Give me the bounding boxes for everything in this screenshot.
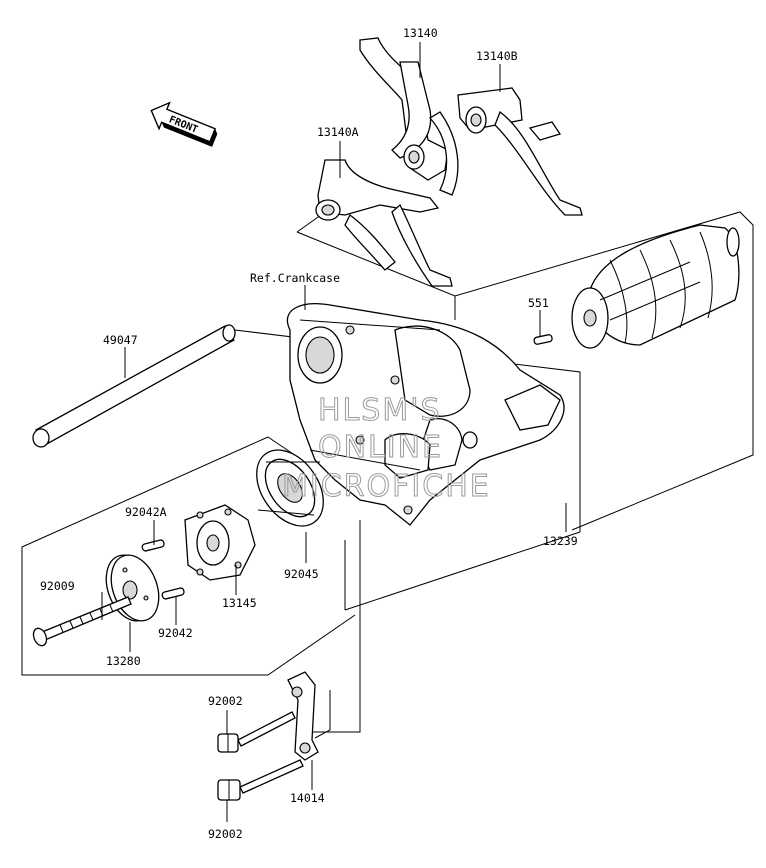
label-92042: 92042 [158, 626, 193, 640]
label-49047: 49047 [103, 333, 138, 347]
shaft-49047 [32, 324, 236, 448]
bolt-92009 [32, 596, 132, 647]
label-13145: 13145 [222, 596, 257, 610]
crankcase-reference [286, 303, 565, 526]
bolt-92002-top [217, 711, 296, 753]
label-13140B: 13140B [476, 49, 518, 63]
plate-13280 [105, 554, 160, 622]
label-551: 551 [528, 296, 549, 310]
group-outline-bracket [298, 520, 361, 739]
bolt-92002-bottom [217, 759, 304, 801]
label-92045: 92045 [284, 567, 319, 581]
watermark-line-3: MICROFICHE [282, 469, 491, 504]
shift-fork-13140A [315, 159, 453, 287]
watermark: HLSM'S ONLINE MICROFICHE [282, 393, 491, 505]
part-labels: 13140 13140B 13140A Ref.Crankcase 551 49… [40, 26, 578, 841]
label-92002-top: 92002 [208, 694, 243, 708]
label-92042A: 92042A [125, 505, 167, 519]
shift-fork-13140 [359, 37, 459, 196]
leader-lines [101, 42, 567, 822]
label-13239: 13239 [543, 534, 578, 548]
label-92009: 92009 [40, 579, 75, 593]
shift-cam-13145 [184, 504, 256, 581]
pin-92042A [141, 539, 165, 552]
label-92002-bottom: 92002 [208, 827, 243, 841]
label-13280: 13280 [106, 654, 141, 668]
bearing-92045 [256, 449, 324, 527]
pin-92042 [161, 587, 185, 600]
shift-drum [571, 224, 740, 349]
shift-fork-13140B [457, 87, 583, 216]
stopper-14014 [287, 671, 319, 761]
watermark-line-2: ONLINE [318, 430, 443, 465]
label-ref-crankcase: Ref.Crankcase [250, 271, 340, 285]
watermark-line-1: HLSM'S [318, 393, 442, 428]
pin-551 [533, 334, 553, 345]
label-13140A: 13140A [317, 125, 359, 139]
label-14014: 14014 [290, 791, 325, 805]
label-13140: 13140 [403, 26, 438, 40]
front-arrow-icon: FRONT [150, 101, 218, 147]
